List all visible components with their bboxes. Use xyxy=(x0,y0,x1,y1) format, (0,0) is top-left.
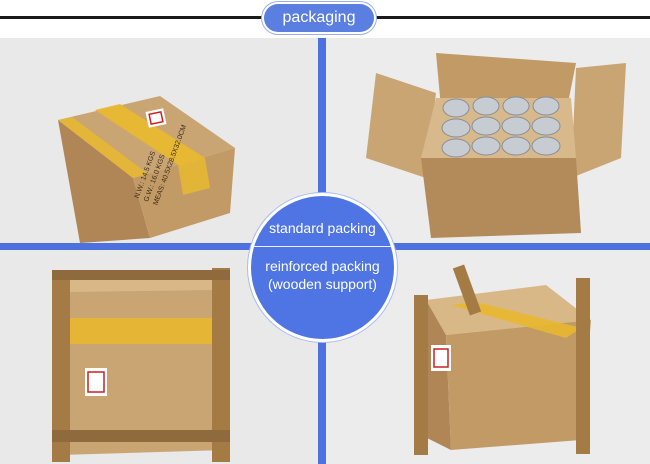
header-title: packaging xyxy=(264,4,374,32)
photo-crate-angled xyxy=(326,250,650,464)
badge-divider xyxy=(251,246,394,247)
standard-packing-label: standard packing xyxy=(269,220,376,236)
reinforced-packing-label: reinforced packing xyxy=(265,258,380,274)
packing-type-badge: standard packing reinforced packing (woo… xyxy=(251,196,394,339)
photo-open-carton xyxy=(326,38,650,243)
wooden-support-label: (wooden support) xyxy=(268,276,377,292)
photo-closed-carton: N.W.: 14.5 KGS G.W.: 16.0 KGS MEAS: 40.5… xyxy=(0,38,318,243)
photo-crate-front xyxy=(0,250,318,464)
